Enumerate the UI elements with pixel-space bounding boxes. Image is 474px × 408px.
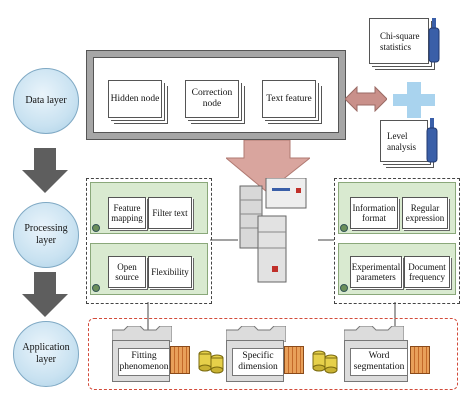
book-icon bbox=[284, 346, 304, 374]
level-analysis-label: Level analysis bbox=[387, 131, 416, 152]
specific-dimension-label: Specific dimension bbox=[238, 351, 278, 372]
data-layer-label: Data layer bbox=[25, 95, 67, 106]
regular-expression-label: Regular expression bbox=[405, 202, 445, 224]
folder-tab-icon bbox=[344, 326, 404, 342]
flexibility-box: Flexibility bbox=[148, 256, 192, 288]
flexibility-label: Flexibility bbox=[151, 266, 189, 277]
bullet-dot bbox=[92, 224, 100, 232]
correction-node-label: Correction node bbox=[191, 88, 233, 109]
plus-icon bbox=[393, 82, 435, 118]
bullet-dot bbox=[92, 284, 100, 292]
filter-text-label: Filter text bbox=[152, 207, 188, 218]
text-feature-card: Text feature bbox=[262, 80, 316, 118]
word-segmentation-label: Word segmentation bbox=[353, 351, 405, 372]
fitting-phenomenon-card: Fitting phenomenon bbox=[118, 348, 170, 376]
left-processing-panel bbox=[86, 178, 212, 304]
experimental-parameters-label: Experimental parameters bbox=[351, 261, 401, 283]
word-segmentation-card: Word segmentation bbox=[350, 348, 408, 376]
document-frequency-box: Document frequency bbox=[404, 256, 450, 288]
open-source-box: Open source bbox=[108, 256, 146, 288]
regular-expression-box: Regular expression bbox=[402, 197, 448, 229]
text-feature-label: Text feature bbox=[266, 93, 312, 104]
feature-mapping-box: Feature mapping bbox=[108, 197, 146, 229]
application-layer-label: Application layer bbox=[22, 342, 70, 365]
document-frequency-label: Document frequency bbox=[408, 261, 446, 283]
folder-tab-icon bbox=[226, 326, 286, 342]
filter-text-box: Filter text bbox=[148, 197, 192, 229]
database-icon bbox=[312, 350, 338, 374]
book-icon bbox=[410, 346, 430, 374]
processing-layer-circle: Processing layer bbox=[13, 202, 79, 268]
information-format-label: Information format bbox=[352, 202, 396, 224]
flask-icon-2 bbox=[426, 118, 438, 163]
data-to-processing-arrow bbox=[22, 148, 68, 193]
data-layer-circle: Data layer bbox=[13, 68, 79, 134]
bullet-dot bbox=[340, 284, 348, 292]
specific-dimension-card: Specific dimension bbox=[232, 348, 284, 376]
processing-to-application-arrow bbox=[22, 272, 68, 317]
experimental-parameters-box: Experimental parameters bbox=[350, 256, 402, 288]
server-icon bbox=[239, 178, 307, 283]
folder-tab-icon bbox=[112, 326, 172, 342]
database-icon bbox=[198, 350, 224, 374]
hidden-node-card: Hidden node bbox=[108, 80, 162, 118]
information-format-box: Information format bbox=[350, 197, 398, 229]
fitting-phenomenon-label: Fitting phenomenon bbox=[119, 351, 169, 372]
processing-layer-label: Processing layer bbox=[24, 223, 68, 246]
correction-node-card: Correction node bbox=[185, 80, 239, 118]
level-analysis-card: Level analysis bbox=[380, 120, 428, 162]
book-icon bbox=[170, 346, 190, 374]
chi-square-card: Chi-square statistics bbox=[369, 18, 429, 64]
open-source-label: Open source bbox=[115, 261, 139, 283]
flask-icon bbox=[428, 18, 440, 63]
right-processing-panel bbox=[334, 178, 460, 304]
feature-mapping-label: Feature mapping bbox=[111, 202, 143, 224]
bidirectional-arrow-icon bbox=[345, 86, 387, 112]
application-layer-circle: Application layer bbox=[13, 321, 79, 387]
big-down-arrow bbox=[226, 140, 310, 192]
bullet-dot bbox=[340, 224, 348, 232]
hidden-node-label: Hidden node bbox=[110, 93, 160, 104]
application-layer-frame bbox=[88, 318, 458, 390]
chi-square-label: Chi-square statistics bbox=[380, 31, 420, 52]
